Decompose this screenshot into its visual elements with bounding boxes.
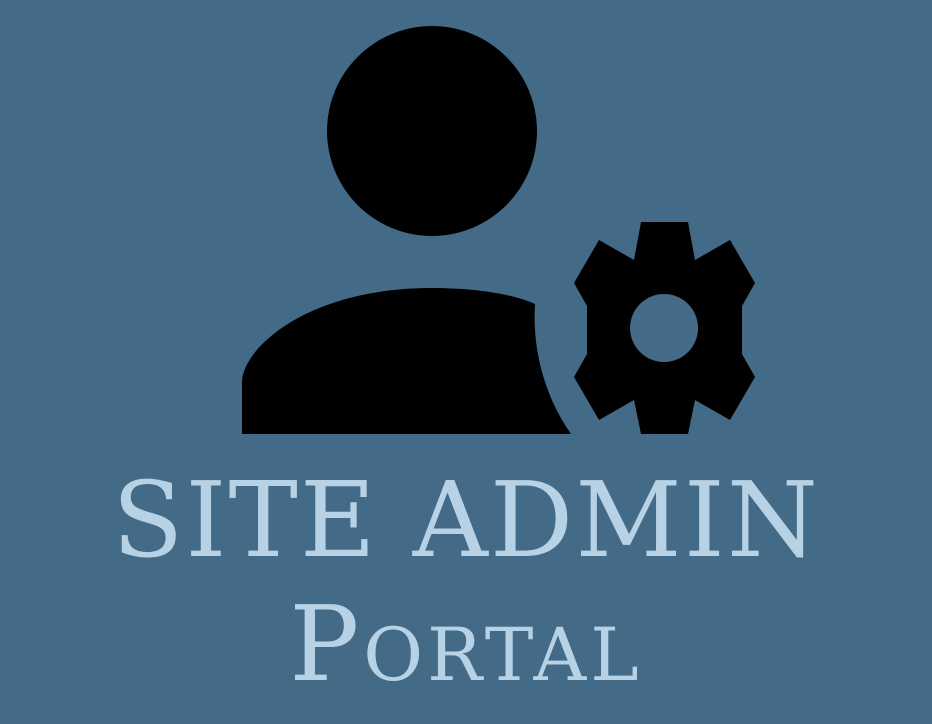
portal-title: Portal [289, 583, 643, 705]
user-icon [242, 26, 571, 434]
user-head-shape [327, 26, 537, 236]
site-admin-title: SITE ADMIN [112, 459, 820, 581]
user-body-shape [242, 288, 571, 434]
gear-icon [574, 222, 755, 434]
